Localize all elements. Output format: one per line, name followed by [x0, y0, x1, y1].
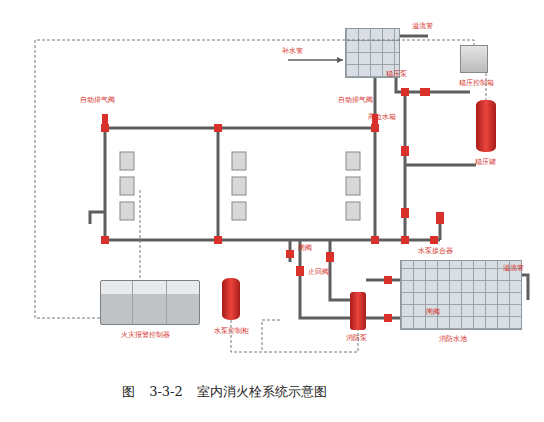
hydrant-cabinet	[232, 177, 246, 195]
node-label: 火灾报警控制器	[121, 331, 170, 339]
callout-label: 稳压泵	[386, 70, 407, 78]
valve-symbol	[430, 236, 438, 244]
control-box: 稳压控制箱	[460, 45, 488, 73]
pipe-fitting	[401, 88, 409, 96]
pipe	[90, 212, 105, 224]
node-label: 消防水池	[439, 335, 467, 343]
node-label: 水泵控制柜	[214, 327, 249, 335]
callout-label: 溢流管	[412, 22, 433, 30]
hydrant-cabinet	[346, 177, 360, 195]
pipe	[105, 128, 440, 240]
hydrant-cabinet	[120, 152, 134, 170]
pipe-fitting	[214, 236, 222, 244]
pipe	[522, 275, 528, 300]
pipe-fitting	[101, 236, 109, 244]
node-label: 高位水箱	[368, 113, 396, 121]
node-label: 稳压罐	[475, 158, 496, 166]
pump-adapter-symbol	[436, 212, 444, 224]
valve-symbol	[384, 314, 392, 322]
figure-caption: 图 3-3-2 室内消火栓系统示意图	[122, 383, 327, 401]
pressure-tank: 稳压罐	[476, 100, 496, 152]
makeup-pipe	[288, 59, 343, 61]
pipe-fitting	[101, 124, 109, 132]
valve-symbol	[296, 266, 304, 276]
hydrant-cabinet	[346, 202, 360, 220]
pipe	[366, 317, 400, 320]
hydrant-cabinet	[232, 202, 246, 220]
hydrant-cabinet	[120, 177, 134, 195]
signal-wire	[140, 190, 141, 280]
valve-symbol	[326, 252, 334, 262]
valve-symbol	[401, 146, 409, 156]
signal-connector	[486, 73, 487, 100]
callout-label: 自动排气阀	[80, 96, 115, 104]
alarm-controller: 火灾报警控制器	[100, 280, 200, 325]
pipe-fitting	[401, 236, 409, 244]
pipe	[400, 35, 428, 38]
callout-label: 闸阀	[298, 244, 312, 252]
callout-label: 水泵接合器	[418, 247, 453, 255]
hydrant-cabinet	[232, 152, 246, 170]
hydrant-cabinets	[120, 152, 360, 220]
node-label: 消防泵	[346, 334, 367, 342]
flow-arrow	[337, 57, 343, 63]
pipe	[405, 164, 476, 167]
fire-pump: 消防泵	[350, 292, 366, 330]
pipe	[374, 78, 377, 240]
pipe-fitting	[214, 124, 222, 132]
pump-control-cabinet: 水泵控制柜	[222, 278, 240, 320]
valve-symbol	[384, 276, 392, 284]
callout-label: 止回阀	[308, 268, 329, 276]
pressure-pump-symbol	[420, 88, 430, 96]
callout-label: 自动排气阀	[338, 96, 373, 104]
signal-connector	[35, 40, 474, 318]
valve-symbol	[401, 208, 409, 218]
callout-label: 闸阀	[426, 308, 440, 316]
pipe	[217, 128, 220, 240]
node-label: 稳压控制箱	[459, 79, 494, 87]
signal-wire	[262, 320, 280, 350]
pipe	[330, 240, 350, 300]
air-valve-symbol	[102, 114, 108, 124]
pipe-fitting	[371, 124, 379, 132]
pipe-fitting	[371, 236, 379, 244]
callout-label: 溢流管	[503, 264, 524, 272]
signal-connector	[231, 320, 358, 352]
hydrant-cabinet	[120, 202, 134, 220]
pipe	[439, 222, 442, 240]
pipe	[366, 279, 400, 282]
valve-symbol	[286, 250, 294, 258]
hydrant-cabinet	[346, 152, 360, 170]
pipe	[105, 127, 375, 130]
callout-label: 补水管	[282, 47, 303, 55]
